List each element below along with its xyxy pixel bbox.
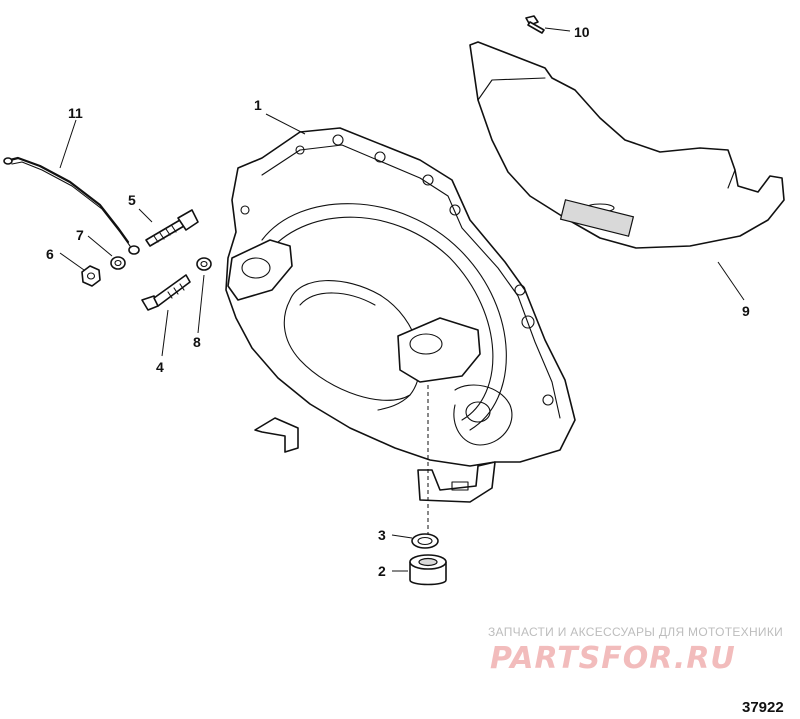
callout-8: 8 — [193, 334, 201, 350]
callout-4: 4 — [156, 359, 164, 375]
callout-2: 2 — [378, 563, 386, 579]
bolt-part — [141, 274, 191, 311]
callout-7: 7 — [76, 227, 84, 243]
shield-part — [469, 41, 785, 249]
flywheel-housing-part — [225, 127, 576, 503]
callout-10: 10 — [574, 24, 590, 40]
stud-part — [145, 209, 199, 247]
leader-lines — [59, 27, 745, 572]
lock-washer-part — [110, 256, 126, 270]
callout-6: 6 — [46, 246, 54, 262]
watermark: ЗАПЧАСТИ И АКСЕССУАРЫ ДЛЯ МОТОТЕХНИКИ PA… — [488, 625, 783, 676]
callout-1: 1 — [254, 97, 262, 113]
watermark-logo: PARTSFOR.RU — [490, 641, 736, 676]
callout-labels: 1 2 3 4 5 6 7 8 9 10 11 — [46, 24, 750, 579]
callout-5: 5 — [128, 192, 136, 208]
figure-number: 37922 — [742, 699, 784, 716]
ground-strap-part — [3, 156, 140, 255]
watermark-caption: ЗАПЧАСТИ И АКСЕССУАРЫ ДЛЯ МОТОТЕХНИКИ — [488, 625, 783, 639]
washer-part — [196, 257, 212, 271]
callout-3: 3 — [378, 527, 386, 543]
screw-part — [525, 15, 545, 34]
nut-part — [81, 265, 101, 287]
bushing-part — [409, 554, 447, 586]
callout-9: 9 — [742, 303, 750, 319]
callout-11: 11 — [68, 105, 83, 121]
o-ring-part — [411, 533, 439, 549]
